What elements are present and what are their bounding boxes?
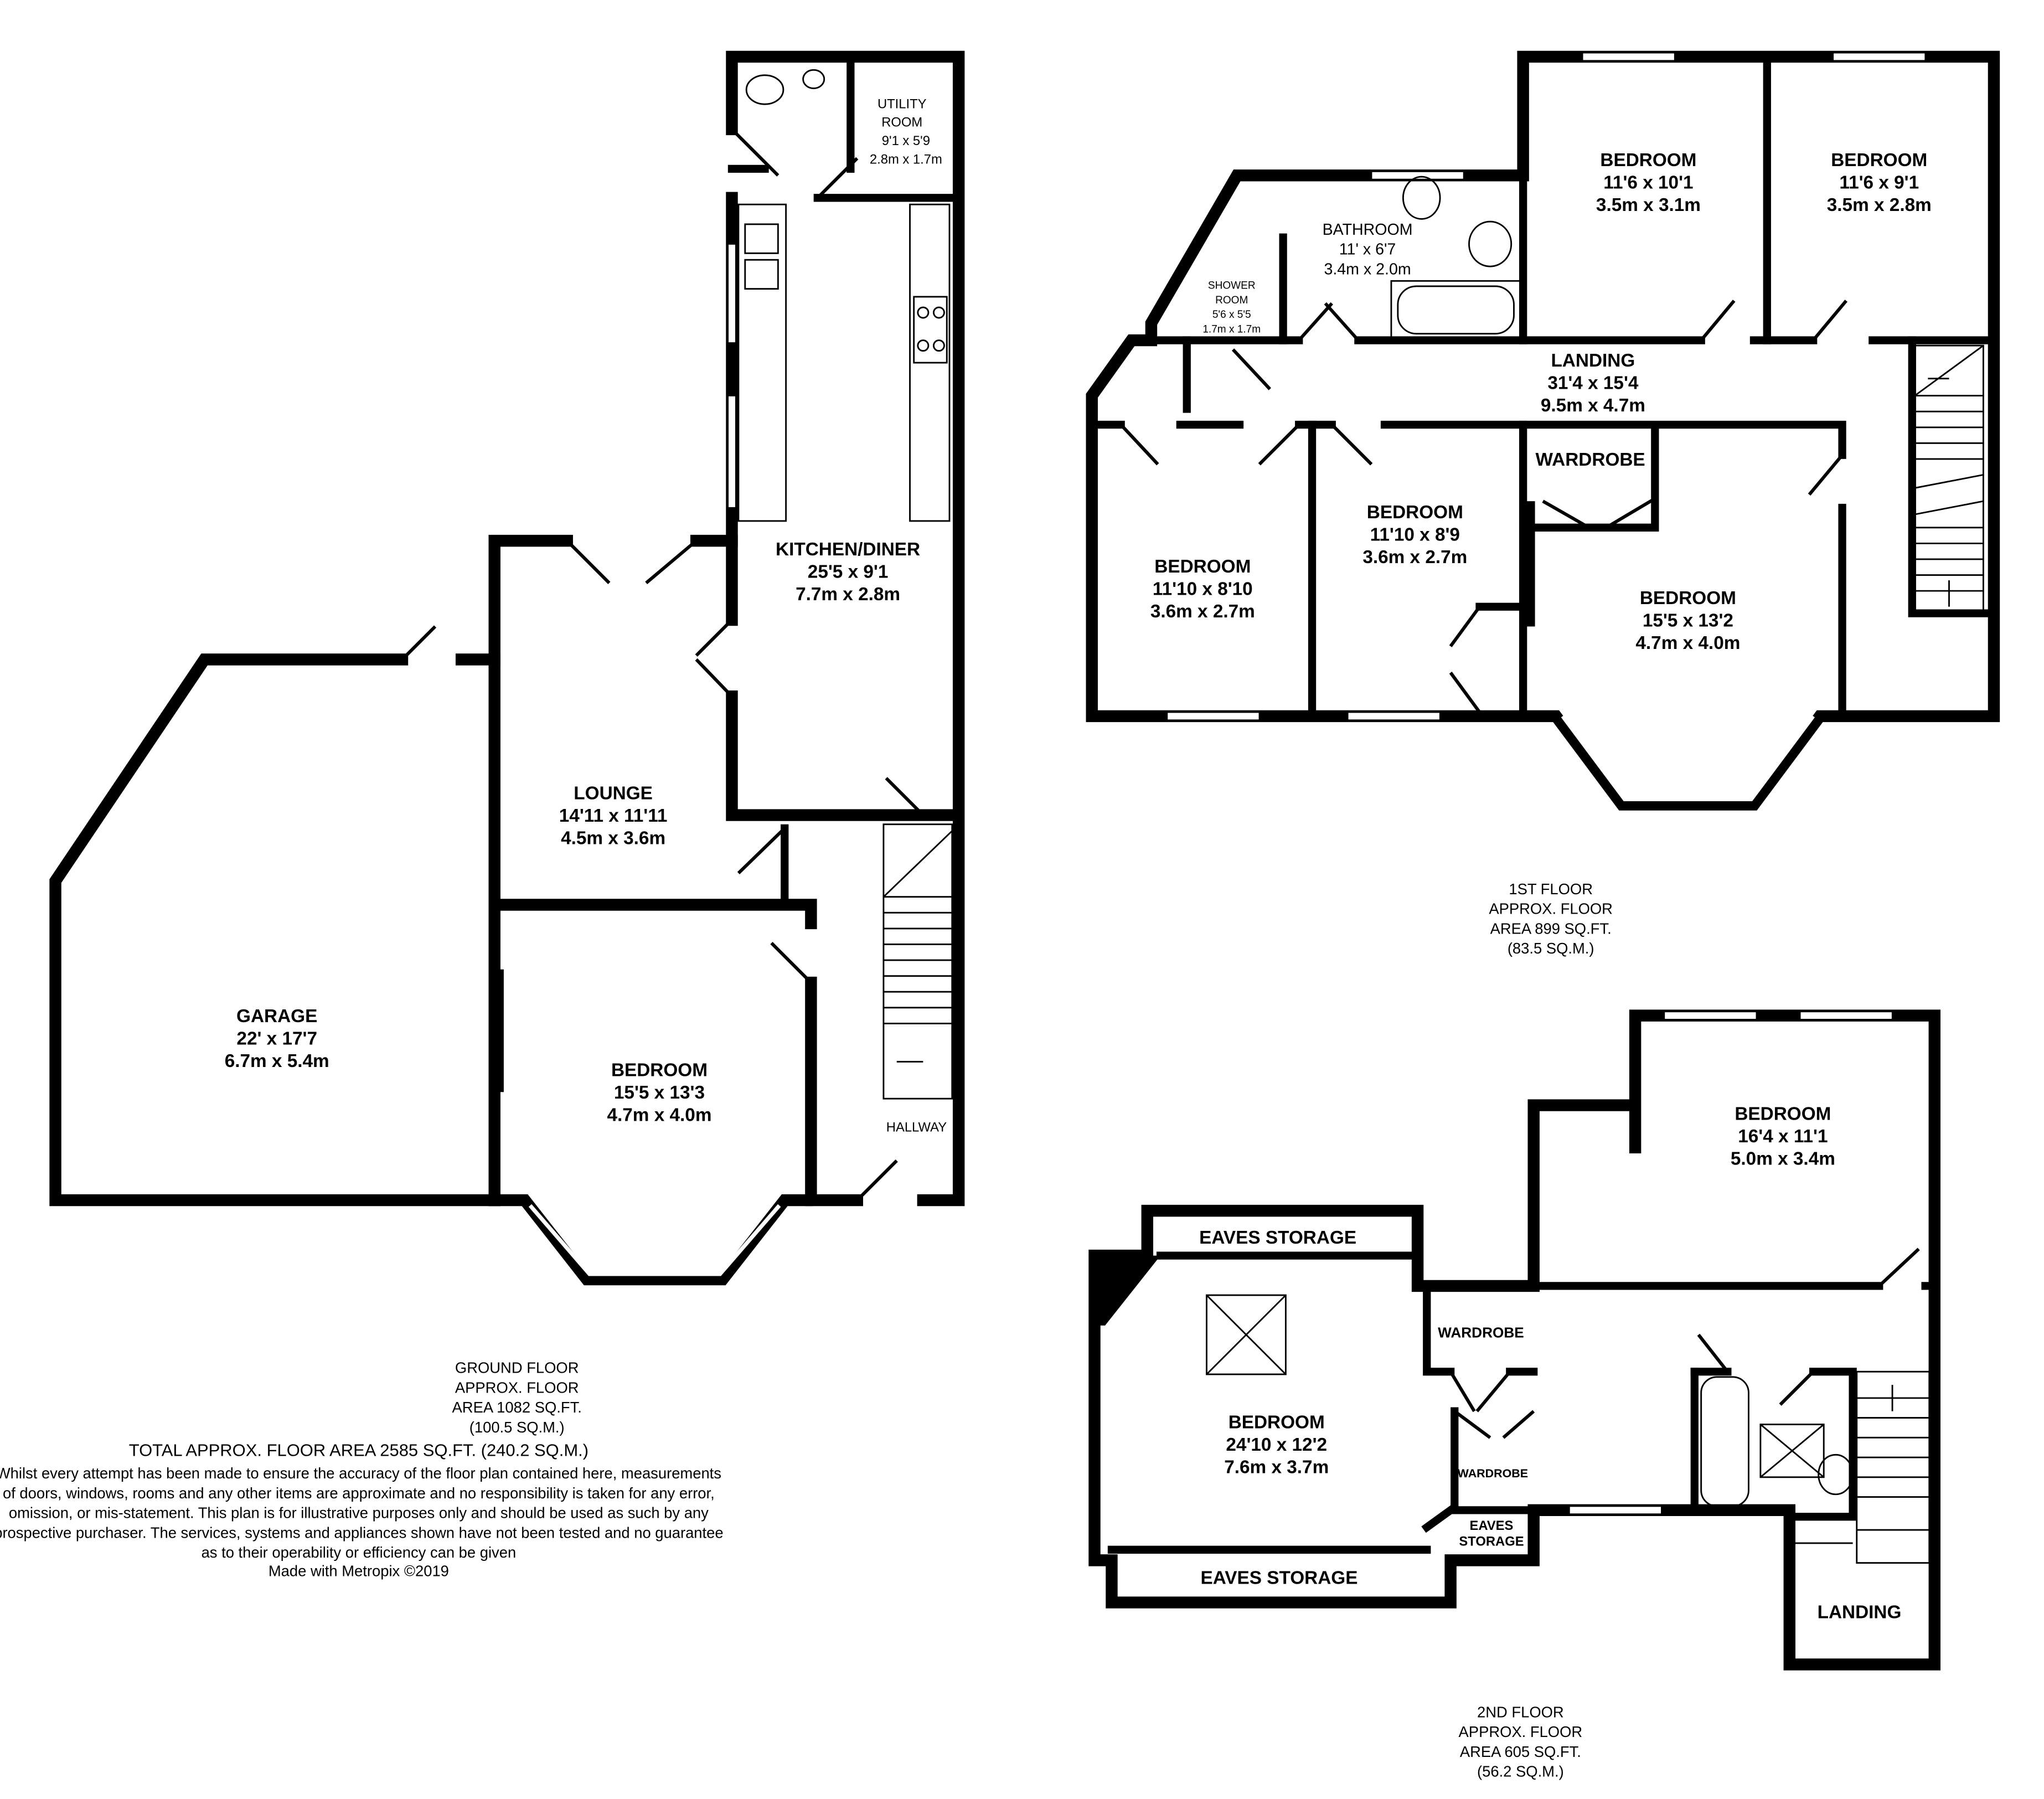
bedroom-ground-dims-metric: 4.7m x 4.0m (607, 1105, 711, 1126)
bedroom-ground-label: BEDROOM (611, 1060, 708, 1081)
second-floor-plan (1088, 1009, 1941, 1671)
shower-room-dims-metric: 1.7m x 1.7m (1202, 323, 1261, 335)
utility-room-dims-metric: 2.8m x 1.7m (870, 152, 942, 167)
bathroom-dims-imperial: 11' x 6'7 (1339, 241, 1396, 259)
bedroom-1f-c-label: BEDROOM (1154, 556, 1251, 577)
first-floor-plan (1086, 50, 2000, 811)
disclaimer-line-3: omission, or mis-statement. This plan is… (9, 1504, 709, 1522)
bedroom-1f-d-dims-imperial: 11'10 x 8'9 (1370, 525, 1460, 545)
eaves-storage-bottom-label: EAVES STORAGE (1200, 1568, 1357, 1589)
second-floor-labels: BEDROOM 16'4 x 11'1 5.0m x 3.4m EAVES ST… (1199, 1104, 1901, 1780)
bedroom-1f-a-dims-imperial: 11'6 x 10'1 (1603, 173, 1693, 193)
bedroom-1f-b-dims-imperial: 11'6 x 9'1 (1839, 173, 1919, 193)
eaves-storage-top-label: EAVES STORAGE (1199, 1228, 1356, 1248)
ground-floor-area-4: (100.5 SQ.M.) (469, 1419, 565, 1436)
bedroom-2f-a-label: BEDROOM (1735, 1104, 1831, 1124)
lounge-label: LOUNGE (574, 783, 653, 803)
ground-floor-area-2: APPROX. FLOOR (455, 1379, 579, 1396)
hallway-label: HALLWAY (886, 1120, 947, 1135)
wardrobe-2f-a-label: WARDROBE (1438, 1324, 1524, 1341)
eaves-storage-small-label-2: STORAGE (1459, 1534, 1524, 1549)
bedroom-1f-d-dims-metric: 3.6m x 2.7m (1362, 547, 1467, 568)
bathroom-label: BATHROOM (1323, 221, 1413, 239)
kitchen-label: KITCHEN/DINER (776, 539, 920, 560)
landing-2f-label: LANDING (1818, 1602, 1902, 1623)
first-floor-area-1: 1ST FLOOR (1509, 880, 1593, 898)
bedroom-2f-b-dims-metric: 7.6m x 3.7m (1224, 1457, 1329, 1478)
bedroom-1f-a-dims-metric: 3.5m x 3.1m (1596, 195, 1701, 215)
bedroom-1f-e-dims-metric: 4.7m x 4.0m (1635, 633, 1740, 653)
lounge-dims-imperial: 14'11 x 11'11 (559, 806, 668, 826)
disclaimer-line-1: Whilst every attempt has been made to en… (0, 1465, 721, 1482)
first-floor-area-4: (83.5 SQ.M.) (1508, 940, 1594, 957)
first-floor-area-2: APPROX. FLOOR (1489, 900, 1613, 917)
second-floor-area-2: APPROX. FLOOR (1459, 1723, 1583, 1740)
second-floor-area-3: AREA 605 SQ.FT. (1460, 1743, 1581, 1760)
bedroom-1f-c-dims-imperial: 11'10 x 8'10 (1153, 579, 1253, 599)
bedroom-2f-b-dims-imperial: 24'10 x 12'2 (1226, 1435, 1327, 1455)
ground-floor-labels: UTILITY ROOM 9'1 x 5'9 2.8m x 1.7m KITCH… (0, 96, 947, 1579)
landing-1f-dims-imperial: 31'4 x 15'4 (1547, 373, 1639, 394)
second-floor-area-1: 2ND FLOOR (1477, 1703, 1564, 1720)
garage-dims-metric: 6.7m x 5.4m (225, 1051, 329, 1071)
bedroom-2f-b-label: BEDROOM (1229, 1413, 1325, 1433)
bathroom-dims-metric: 3.4m x 2.0m (1324, 260, 1411, 278)
landing-1f-label: LANDING (1551, 350, 1635, 371)
utility-room-label: UTILITY (878, 96, 927, 111)
bedroom-1f-a-label: BEDROOM (1600, 150, 1696, 171)
garage-label: GARAGE (236, 1006, 317, 1027)
landing-1f-dims-metric: 9.5m x 4.7m (1541, 395, 1645, 416)
bedroom-1f-b-dims-metric: 3.5m x 2.8m (1827, 195, 1932, 215)
kitchen-dims-imperial: 25'5 x 9'1 (808, 561, 889, 582)
first-floor-area-3: AREA 899 SQ.FT. (1490, 920, 1612, 937)
ground-floor-area-1: GROUND FLOOR (455, 1359, 579, 1377)
utility-room-label-2: ROOM (881, 115, 922, 130)
bedroom-ground-dims-imperial: 15'5 x 13'3 (614, 1083, 705, 1103)
disclaimer-line-5: as to their operability or efficiency ca… (202, 1544, 517, 1561)
bedroom-2f-a-dims-imperial: 16'4 x 11'1 (1738, 1126, 1828, 1147)
wardrobe-2f-b-label: WARDROBE (1458, 1467, 1528, 1480)
shower-room-label-2: ROOM (1215, 295, 1248, 306)
garage-dims-imperial: 22' x 17'7 (236, 1029, 317, 1049)
disclaimer-line-4: prospective purchaser. The services, sys… (0, 1524, 724, 1541)
credit: Made with Metropix ©2019 (269, 1562, 449, 1579)
bedroom-1f-b-label: BEDROOM (1831, 150, 1927, 171)
bedroom-1f-c-dims-metric: 3.6m x 2.7m (1150, 601, 1255, 622)
shower-room-label: SHOWER (1208, 280, 1256, 292)
ground-floor-plan (49, 50, 965, 1286)
bedroom-1f-e-dims-imperial: 15'5 x 13'2 (1643, 610, 1733, 631)
utility-room-dims-imperial: 9'1 x 5'9 (882, 133, 930, 148)
bedroom-1f-e-label: BEDROOM (1640, 588, 1736, 609)
eaves-storage-small-label: EAVES (1470, 1518, 1514, 1533)
bedroom-2f-a-dims-metric: 5.0m x 3.4m (1731, 1148, 1835, 1169)
total-floor-area: TOTAL APPROX. FLOOR AREA 2585 SQ.FT. (24… (129, 1441, 589, 1460)
second-floor-area-4: (56.2 SQ.M.) (1477, 1762, 1564, 1780)
shower-room-dims-imperial: 5'6 x 5'5 (1212, 309, 1251, 321)
wardrobe-1f-label: WARDROBE (1536, 450, 1645, 470)
kitchen-dims-metric: 7.7m x 2.8m (796, 584, 900, 605)
bedroom-1f-d-label: BEDROOM (1367, 502, 1463, 523)
disclaimer-line-2: of doors, windows, rooms and any other i… (3, 1484, 715, 1502)
ground-floor-area-3: AREA 1082 SQ.FT. (452, 1399, 582, 1416)
lounge-dims-metric: 4.5m x 3.6m (561, 828, 665, 848)
first-floor-labels: BATHROOM 11' x 6'7 3.4m x 2.0m SHOWER RO… (1150, 150, 1932, 957)
